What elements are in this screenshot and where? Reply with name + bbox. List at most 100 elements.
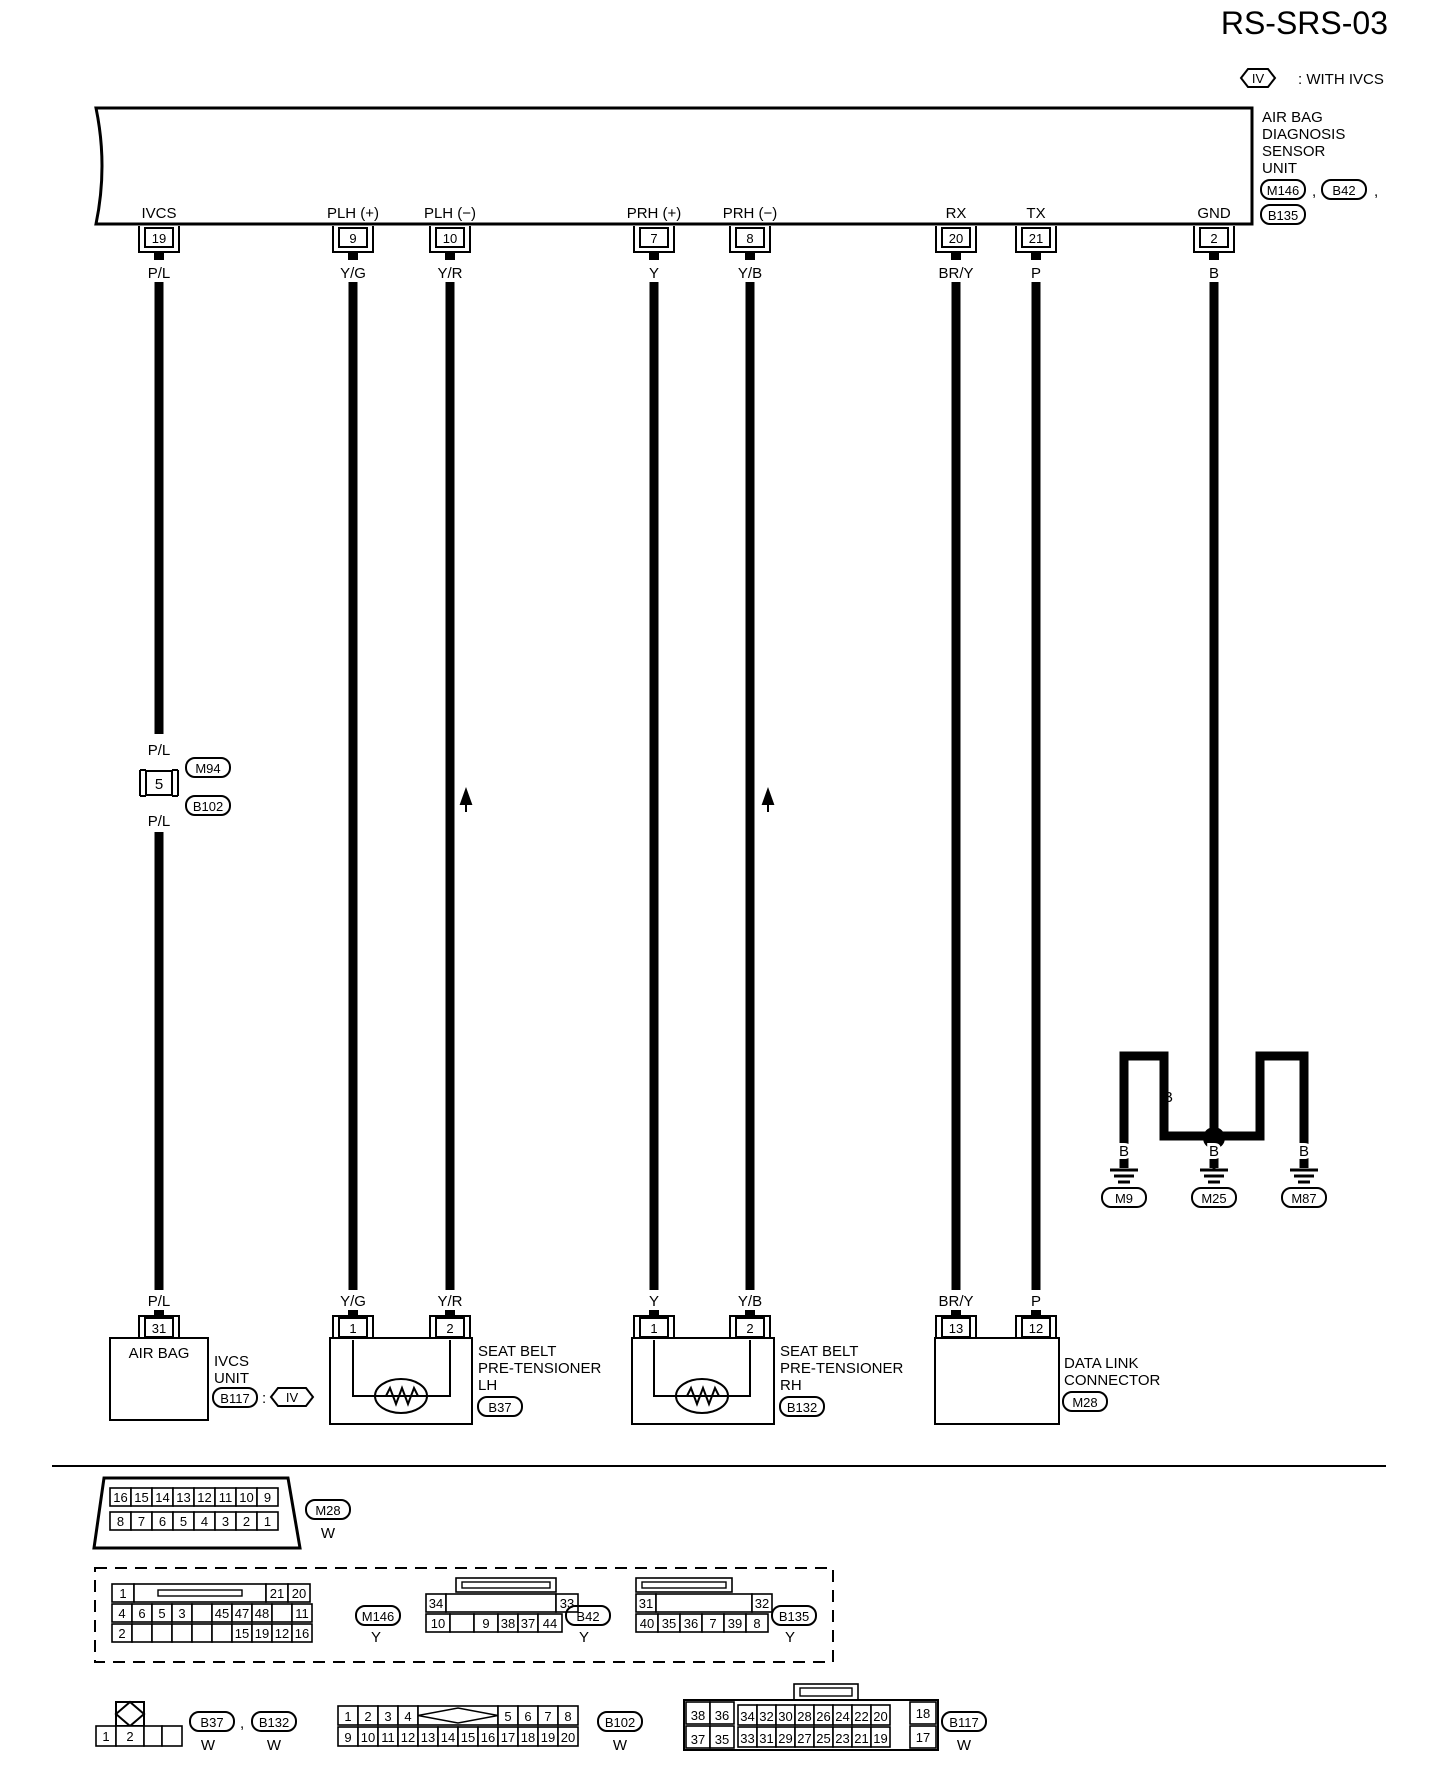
wire-code-top-prh-minus: Y/B xyxy=(738,265,762,282)
b117-cell: 38 xyxy=(691,1708,705,1723)
b117-color: W xyxy=(957,1737,972,1754)
m146-cell: 5 xyxy=(158,1606,165,1621)
m28-cell: 11 xyxy=(219,1490,233,1505)
b135-cell: 7 xyxy=(709,1616,716,1631)
b42-cell: 37 xyxy=(521,1616,535,1631)
m28-id: M28 xyxy=(315,1503,340,1518)
arrow-up-icon xyxy=(459,787,473,812)
terminal-name-rx: RX xyxy=(946,205,967,222)
wire-code-top-rx: BR/Y xyxy=(938,265,973,282)
inline-wire-below: P/L xyxy=(148,813,171,830)
m146-cell: 20 xyxy=(292,1586,306,1601)
b117-cell: 32 xyxy=(759,1709,773,1724)
wire-code-top-plh-minus: Y/R xyxy=(437,265,462,282)
b37-cell: 1 xyxy=(102,1729,109,1744)
b117-cell: 19 xyxy=(873,1731,887,1746)
ground-point-m25: M25 xyxy=(1201,1191,1226,1206)
m28-cell: 13 xyxy=(176,1490,190,1505)
b135-color: Y xyxy=(785,1629,795,1646)
sensor-connector-b135: B135 xyxy=(1268,208,1298,223)
wire-code-top-plh-plus: Y/G xyxy=(340,265,366,282)
b117-cell: 22 xyxy=(854,1709,868,1724)
pretensioner-lh: SEAT BELT PRE-TENSIONER LH B37 xyxy=(329,1337,602,1425)
b102-cell: 9 xyxy=(344,1730,351,1745)
b117-cell: 28 xyxy=(797,1709,811,1724)
b102-cell: 11 xyxy=(381,1730,395,1745)
pin-prh-plus: 7 xyxy=(650,231,657,246)
wire-code-bottom-plh-plus: Y/G xyxy=(340,1293,366,1310)
m146-cell: 3 xyxy=(178,1606,185,1621)
b135-cell: 32 xyxy=(755,1596,769,1611)
ivcs-unit: AIR BAG IVCS UNIT B117 : IV xyxy=(109,1337,315,1421)
end-pin-prh-plus: 1 xyxy=(650,1321,657,1336)
data-link-connector-id: M28 xyxy=(1072,1395,1097,1410)
ivcs-symbol: IV xyxy=(286,1390,299,1405)
m28-cell: 5 xyxy=(180,1514,187,1529)
b102-cell: 12 xyxy=(401,1730,415,1745)
m146-cell: 1 xyxy=(119,1586,126,1601)
ground-network: B B B B B B M9 M25 M87 xyxy=(1101,1051,1327,1208)
m146-cell: 47 xyxy=(235,1606,249,1621)
b135-cell: 39 xyxy=(728,1616,742,1631)
b42-cell: 10 xyxy=(431,1616,445,1631)
b117-cell: 21 xyxy=(854,1731,868,1746)
m146-cell: 45 xyxy=(215,1606,229,1621)
b117-cell: 29 xyxy=(778,1731,792,1746)
b135-cell: 36 xyxy=(684,1616,698,1631)
ivcs-unit-inner: AIR BAG xyxy=(129,1345,190,1362)
ground-lead-b-3: B xyxy=(1299,1143,1309,1160)
b37-id: B37 xyxy=(200,1715,223,1730)
m146-cell: 48 xyxy=(255,1606,269,1621)
b102-id: B102 xyxy=(605,1715,635,1730)
b102-cell: 3 xyxy=(384,1709,391,1724)
m28-cell: 9 xyxy=(264,1490,271,1505)
legend-text: : WITH IVCS xyxy=(1298,71,1384,88)
ground-point-m87: M87 xyxy=(1291,1191,1316,1206)
terminal-name-ivcs: IVCS xyxy=(141,205,176,222)
ground-lead-b-2: B xyxy=(1209,1143,1219,1160)
wire-code-top-gnd: B xyxy=(1209,265,1219,282)
b102-cell: 4 xyxy=(404,1709,411,1724)
b37-color: W xyxy=(201,1737,216,1754)
m28-cell: 4 xyxy=(201,1514,208,1529)
pretensioner-rh-connector: B132 xyxy=(787,1400,817,1415)
b117-cell: 24 xyxy=(835,1709,849,1724)
pretensioner-rh: SEAT BELT PRE-TENSIONER RH B132 xyxy=(631,1337,904,1425)
pretensioner-lh-name-1: SEAT BELT xyxy=(478,1343,556,1360)
sensor-unit-box xyxy=(94,106,1254,226)
m28-cell: 10 xyxy=(239,1490,253,1505)
pin-prh-minus: 8 xyxy=(746,231,753,246)
b42-id: B42 xyxy=(576,1609,599,1624)
sensor-unit-name-2: DIAGNOSIS xyxy=(1262,126,1345,143)
end-pin-rx: 13 xyxy=(949,1321,963,1336)
b117-cell: 27 xyxy=(797,1731,811,1746)
data-link-name-1: DATA LINK xyxy=(1064,1355,1138,1372)
m28-cell: 12 xyxy=(197,1490,211,1505)
inline-connector-m94: M94 xyxy=(195,761,220,776)
page-code: RS-SRS-03 xyxy=(1221,5,1388,41)
splice-point xyxy=(1203,1127,1225,1149)
wire-code-bottom-rx: BR/Y xyxy=(938,1293,973,1310)
legend-iv: IV : WITH IVCS xyxy=(1239,68,1384,88)
m28-cell: 2 xyxy=(243,1514,250,1529)
b117-id: B117 xyxy=(949,1715,978,1730)
b117-cell: 20 xyxy=(873,1709,887,1724)
b102-cell: 18 xyxy=(521,1730,535,1745)
sensor-unit-name-4: UNIT xyxy=(1262,160,1297,177)
inline-connector-b102: B102 xyxy=(193,799,223,814)
m146-cell: 11 xyxy=(295,1606,309,1621)
m28-cell: 3 xyxy=(222,1514,229,1529)
m146-cell: 15 xyxy=(235,1626,249,1641)
pretensioner-lh-name-3: LH xyxy=(478,1377,497,1394)
pin-plh-minus: 10 xyxy=(443,231,457,246)
b102-color: W xyxy=(613,1737,628,1754)
m146-cell: 21 xyxy=(270,1586,284,1601)
b117-cell: 37 xyxy=(691,1732,705,1747)
sensor-unit-name-3: SENSOR xyxy=(1262,143,1326,160)
b42-cell: 33 xyxy=(560,1596,574,1611)
b117-cell: 36 xyxy=(715,1708,729,1723)
b102-cell: 10 xyxy=(361,1730,375,1745)
b102-cell: 13 xyxy=(421,1730,435,1745)
